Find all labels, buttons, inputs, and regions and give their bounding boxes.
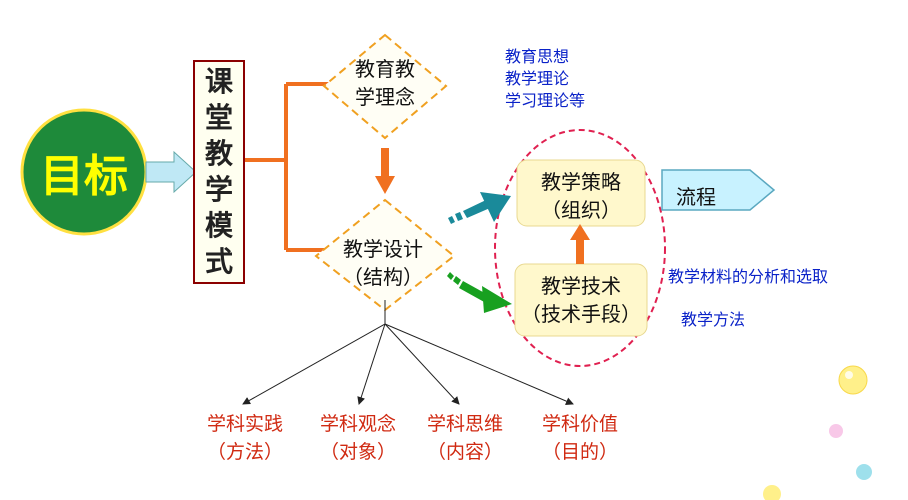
idea-line: 学理念 xyxy=(355,85,415,109)
theory-note: 学习理论等 xyxy=(505,91,586,110)
mode-char: 课 xyxy=(204,65,233,98)
tech-line: 教学技术 xyxy=(541,274,621,298)
theory-note: 教学理论 xyxy=(505,69,570,88)
tech-to-strategy-arrow xyxy=(570,224,590,264)
leaf-subtitle: （方法） xyxy=(206,441,283,463)
theory-notes: 教育思想 教学理论 学习理论等 xyxy=(505,46,585,112)
leaf-subtitle: （内容） xyxy=(426,441,503,463)
idea-line: 教育教 xyxy=(355,57,415,81)
design-to-strategy-arrow xyxy=(448,192,511,224)
design-line: （结构） xyxy=(343,265,423,289)
goal-label: 目标 xyxy=(40,151,128,202)
leaf-thinking: 学科思维 （内容） xyxy=(410,410,520,466)
tech-label: 教学技术 （技术手段） xyxy=(515,272,647,328)
leaf-title: 学科价值 xyxy=(541,413,618,435)
idea-to-design-arrow xyxy=(375,148,395,194)
leaf-subtitle: （目的） xyxy=(541,441,618,463)
mode-char: 式 xyxy=(204,245,233,278)
strategy-label: 教学策略 （组织） xyxy=(517,168,645,224)
leaf-concept: 学科观念 （对象） xyxy=(303,410,413,466)
design-tree xyxy=(242,300,574,405)
design-line: 教学设计 xyxy=(343,237,423,261)
mode-char: 教 xyxy=(204,137,233,170)
idea-label: 教育教 学理念 xyxy=(330,55,440,111)
flow-label: 流程 xyxy=(676,185,716,209)
idea-diamond xyxy=(322,33,448,140)
mode-char: 模 xyxy=(204,209,233,242)
mode-bracket xyxy=(244,82,334,252)
tech-line: （技术手段） xyxy=(521,302,641,326)
flow-arrow-shape xyxy=(661,169,776,211)
strategy-line: （组织） xyxy=(541,198,621,222)
decorative-bubbles xyxy=(763,365,872,500)
leaf-value: 学科价值 （目的） xyxy=(525,410,635,466)
theory-note: 教育思想 xyxy=(505,47,570,66)
leaf-practice: 学科实践 （方法） xyxy=(190,410,300,466)
design-label: 教学设计 （结构） xyxy=(318,235,448,291)
leaf-title: 学科思维 xyxy=(426,413,503,435)
materials-note: 教学材料的分析和选取 xyxy=(668,267,829,286)
leaf-title: 学科实践 xyxy=(206,413,283,435)
mode-char: 堂 xyxy=(204,101,233,134)
design-to-tech-arrow xyxy=(447,272,512,313)
mode-label: 课 堂 教 学 模 式 xyxy=(193,60,245,284)
methods-note: 教学方法 xyxy=(681,310,746,329)
goal-to-mode-arrow xyxy=(145,150,197,194)
leaf-title: 学科观念 xyxy=(319,413,396,435)
strategy-line: 教学策略 xyxy=(541,170,621,194)
method-ellipse xyxy=(494,129,666,367)
leaf-subtitle: （对象） xyxy=(319,441,396,463)
mode-char: 学 xyxy=(204,173,233,206)
